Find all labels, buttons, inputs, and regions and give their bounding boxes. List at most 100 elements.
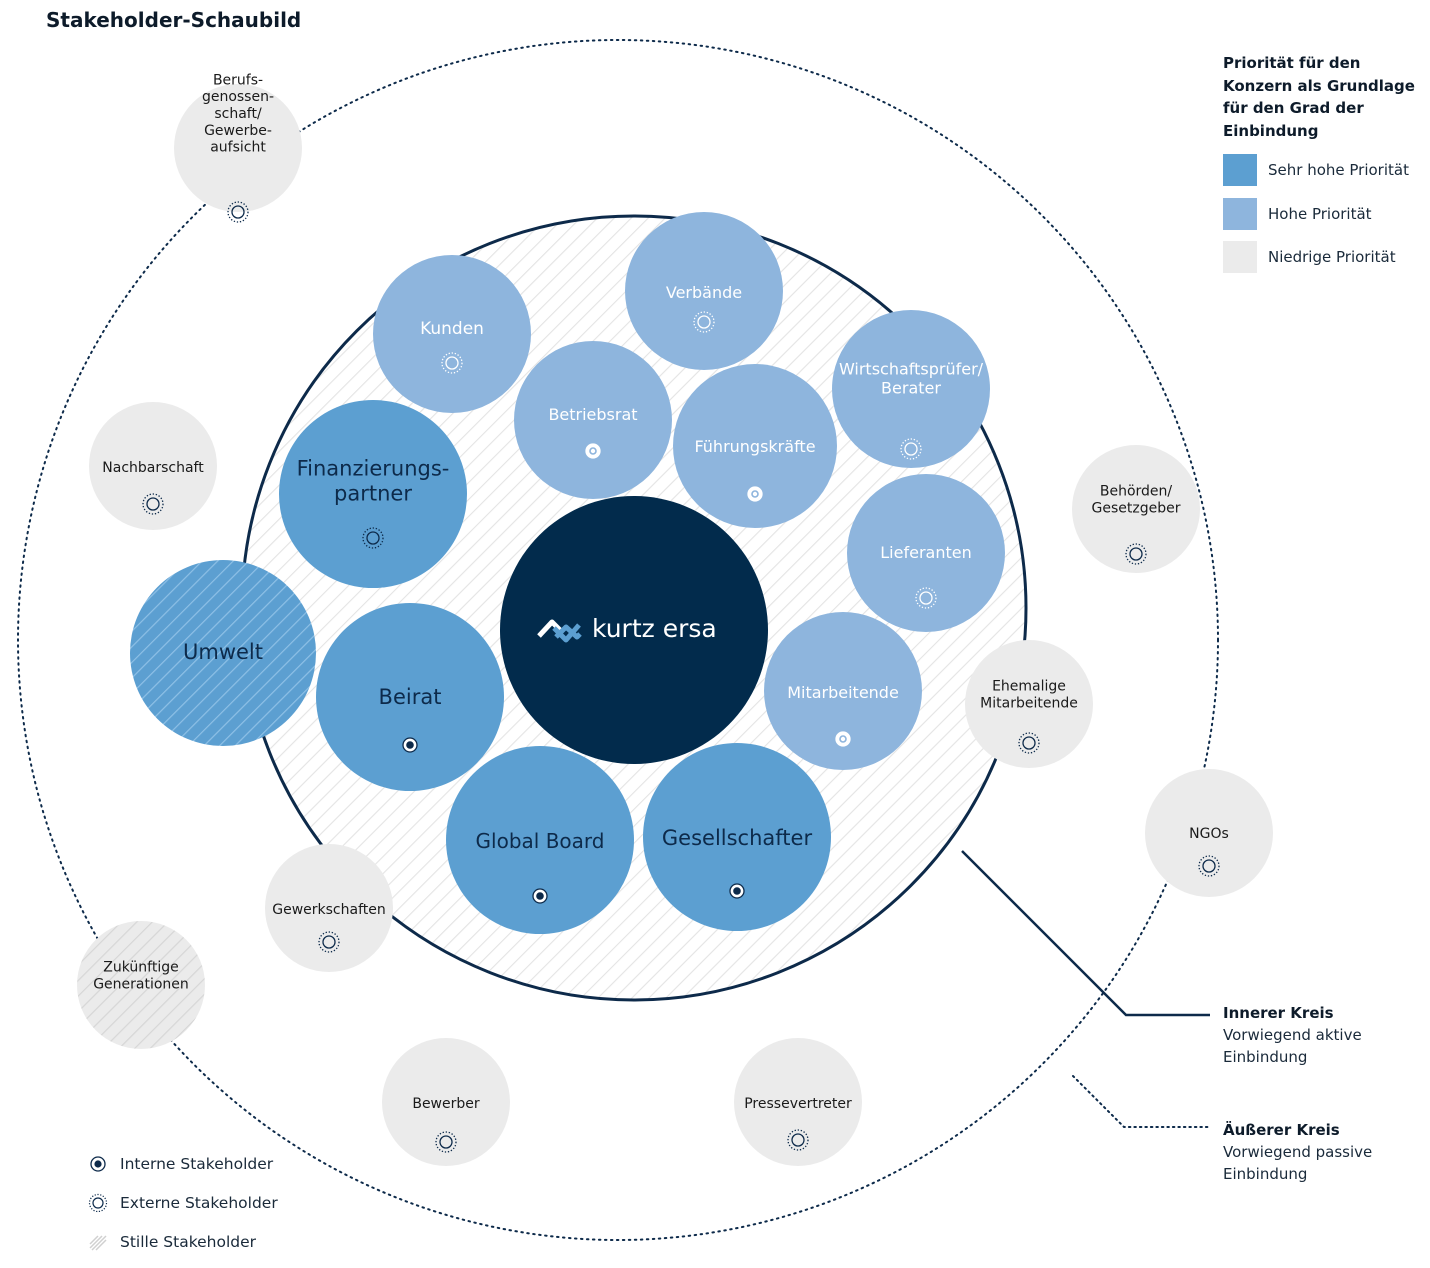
stakeholder-bubble [316,603,504,791]
stakeholder-node-mitarbeitende: Mitarbeitende [764,612,922,770]
priority-legend-title: Priorität für den Konzern als Grundlage … [1223,54,1415,140]
external-stakeholder-icon [787,1129,809,1151]
stakeholder-bubble [514,341,672,499]
inner-circle-connector [961,850,1210,1017]
silent-stakeholder-icon [89,1235,107,1251]
inner-circle-desc-2: Einbindung [1223,1048,1308,1066]
stakeholder-label: Gesellschafter [662,826,813,850]
legend-internal: Interne Stakeholder [88,1154,273,1174]
stakeholder-node-beirat: Beirat [316,603,504,791]
stakeholder-label: aufsicht [210,140,266,156]
external-stakeholder-icon [362,527,384,549]
stakeholder-bubble [965,640,1093,768]
stakeholder-node-wirtschaftspruefer: Wirtschaftsprüfer/Berater [832,310,990,468]
priority-low: Niedrige Priorität [1223,241,1396,273]
legend-internal-label: Interne Stakeholder [120,1155,274,1173]
stakeholder-bubble [373,255,531,413]
stakeholder-bubble [1072,445,1200,573]
priority-high: Hohe Priorität [1223,198,1372,230]
stakeholder-label: genossen- [202,89,274,105]
stakeholder-label: Global Board [476,829,605,853]
legend-silent: Stille Stakeholder [88,1232,256,1252]
internal-stakeholder-icon [835,731,851,747]
stakeholder-label: Umwelt [183,640,263,664]
external-stakeholder-icon [88,1193,108,1213]
internal-stakeholder-icon [585,443,601,459]
priority-high-swatch [1223,198,1257,230]
priority-very-high: Sehr hohe Priorität [1223,154,1409,186]
stakeholder-label: Behörden/ [1100,484,1173,500]
stakeholder-node-finanzierungspartner: Finanzierungs-partner [279,400,467,588]
external-stakeholder-icon [900,438,922,460]
stakeholder-bubble [1145,769,1273,897]
outer-circle-connector [1072,1075,1211,1128]
internal-stakeholder-icon [532,888,548,904]
stakeholder-bubble [673,364,837,528]
stakeholder-label: Zukünftige [103,960,178,976]
stakeholder-label: Bewerber [412,1096,480,1112]
external-stakeholder-icon [142,493,164,515]
stakeholder-node-global-board: Global Board [446,746,634,934]
external-stakeholder-icon [441,352,463,374]
internal-stakeholder-icon [729,883,745,899]
stakeholder-label: Mitarbeitende [980,695,1078,711]
stakeholder-label: Gewerbe- [204,123,272,139]
stakeholder-node-pressevertreter: Pressevertreter [734,1038,862,1166]
stakeholder-label: Führungskräfte [694,437,815,456]
priority-high-label: Hohe Priorität [1268,205,1372,223]
stakeholder-label: Berufs- [213,72,263,88]
company-logo-text: kurtz ersa [592,614,717,643]
legend-silent-label: Stille Stakeholder [120,1233,257,1251]
stakeholder-node-kunden: Kunden [373,255,531,413]
internal-stakeholder-icon [90,1156,106,1172]
stakeholder-label: Wirtschaftsprüfer/ [839,359,984,378]
priority-low-swatch [1223,241,1257,273]
internal-stakeholder-icon [747,486,763,502]
stakeholder-node-behoerden: Behörden/Gesetzgeber [1072,445,1200,573]
stakeholder-label: Betriebsrat [548,405,637,424]
stakeholder-bubble [174,84,302,212]
stakeholder-label: Gesetzgeber [1092,500,1181,516]
stakeholder-bubble [130,560,316,746]
stakeholder-node-gewerkschaften: Gewerkschaften [265,844,393,972]
stakeholder-bubble [89,402,217,530]
internal-stakeholder-icon [402,737,418,753]
external-stakeholder-icon [693,311,715,333]
page-title: Stakeholder-Schaubild [46,8,302,32]
outer-circle-legend: Äußerer Kreis Vorwiegend passive Einbind… [1223,1119,1372,1185]
stakeholder-node-berufsgenossenschaft: Berufs-genossen-schaft/Gewerbe-aufsicht [174,72,302,223]
stakeholder-label: schaft/ [214,106,262,122]
stakeholder-label: Finanzierungs- [297,456,450,480]
stakeholder-node-ngos: NGOs [1145,769,1273,897]
stakeholder-node-gesellschafter: Gesellschafter [643,743,831,931]
external-stakeholder-icon [1018,732,1040,754]
outer-circle-desc-1: Vorwiegend passive [1223,1143,1373,1161]
stakeholder-bubble [764,612,922,770]
stakeholder-bubble [832,310,990,468]
stakeholder-node-nachbarschaft: Nachbarschaft [89,402,217,530]
stakeholder-label: NGOs [1189,826,1229,842]
priority-very-high-label: Sehr hohe Priorität [1268,161,1409,179]
external-stakeholder-icon [318,931,340,953]
legend-external-label: Externe Stakeholder [120,1194,278,1212]
stakeholder-bubble [265,844,393,972]
stakeholder-label: Gewerkschaften [272,902,386,918]
stakeholder-label: Mitarbeitende [787,683,899,702]
stakeholder-label: Berater [881,379,941,398]
stakeholder-bubble [734,1038,862,1166]
stakeholder-node-bewerber: Bewerber [382,1038,510,1166]
center-company-node: kurtz ersa [500,496,768,764]
stakeholder-bubble [382,1038,510,1166]
stakeholder-bubble [847,474,1005,632]
stakeholder-bubble [279,400,467,588]
stakeholder-node-verbaende: Verbände [625,212,783,370]
stakeholder-node-fuehrungskraefte: Führungskräfte [673,364,837,528]
external-stakeholder-icon [227,201,249,223]
stakeholder-node-lieferanten: Lieferanten [847,474,1005,632]
stakeholder-label: Nachbarschaft [102,460,204,476]
external-stakeholder-icon [915,587,937,609]
kurtz-ersa-logo-icon [537,619,582,643]
